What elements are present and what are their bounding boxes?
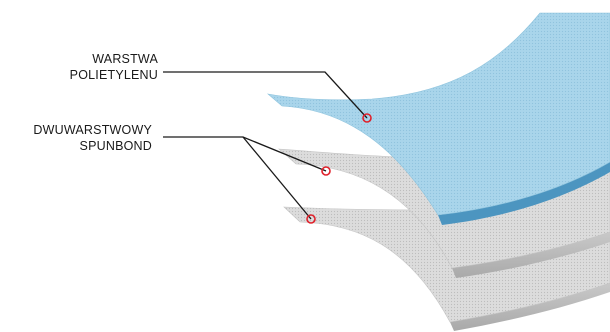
- polyethylene-label-line1: WARSTWA: [70, 51, 158, 67]
- polyethylene-label-line2: POLIETYLENU: [70, 67, 158, 83]
- spunbond-label-line1: DWUWARSTWOWY: [33, 122, 152, 138]
- polyethylene-label: WARSTWA POLIETYLENU: [70, 51, 158, 83]
- spunbond-label-line2: SPUNBOND: [33, 138, 152, 154]
- spunbond-leader-line-lower: [243, 137, 311, 219]
- spunbond-label: DWUWARSTWOWY SPUNBOND: [33, 122, 152, 154]
- polyethylene-layer: [268, 13, 610, 225]
- polyethylene-surface: [268, 13, 610, 215]
- leader-lines: [163, 72, 367, 219]
